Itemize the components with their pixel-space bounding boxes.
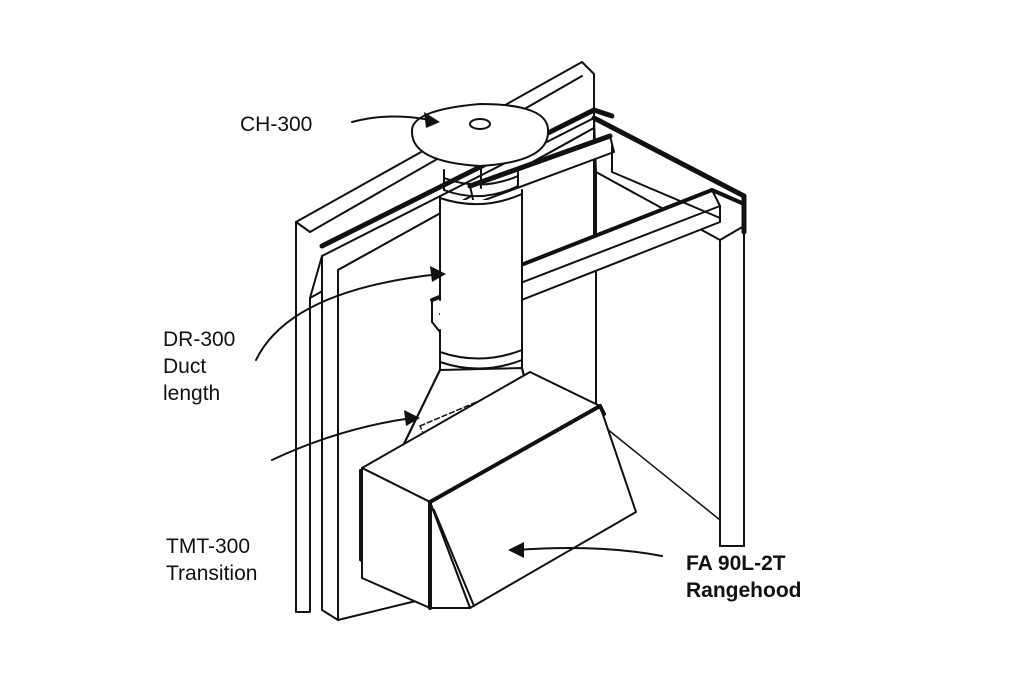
- duct-dr300: [439, 167, 523, 373]
- label-dr300: DR-300 Duct length: [163, 328, 235, 405]
- label-tmt300-line1: TMT-300: [166, 535, 250, 558]
- rangehood-fa90l2t: [361, 371, 637, 610]
- label-tmt300-line2: Transition: [166, 562, 257, 585]
- leader-arrows: [255, 112, 663, 558]
- label-dr300-line1: DR-300: [163, 328, 235, 351]
- label-tmt300: TMT-300 Transition: [166, 535, 257, 585]
- cap-ch300: [410, 103, 550, 167]
- label-rangehood-line2: Rangehood: [686, 579, 802, 602]
- label-dr300-line3: length: [163, 382, 220, 405]
- label-rangehood-line1: FA 90L-2T: [686, 552, 786, 575]
- label-ch300: CH-300: [240, 113, 312, 136]
- label-rangehood: FA 90L-2T Rangehood: [686, 552, 802, 602]
- label-dr300-line2: Duct: [163, 355, 206, 378]
